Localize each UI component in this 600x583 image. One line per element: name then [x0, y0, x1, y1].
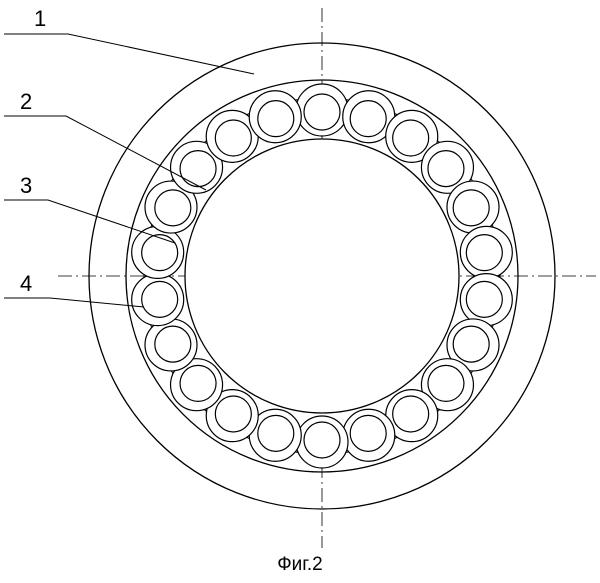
roller-inner-circle — [452, 189, 490, 227]
roller — [446, 318, 500, 372]
label-roller: 4 — [20, 271, 33, 296]
rollers-group — [131, 83, 513, 469]
roller-inner-circle — [349, 414, 387, 452]
roller — [295, 83, 349, 137]
leader-line-3 — [4, 199, 176, 244]
roller — [342, 408, 396, 462]
roller-inner-circle — [141, 280, 179, 318]
roller-inner-circle — [154, 325, 192, 363]
roller — [169, 358, 224, 412]
inner-ring-edge — [184, 138, 460, 414]
roller — [385, 109, 439, 163]
roller — [446, 180, 500, 234]
roller-inner-circle — [392, 395, 430, 433]
roller-inner-circle — [349, 100, 387, 138]
roller — [248, 90, 302, 144]
roller-inner-circle — [465, 234, 503, 272]
outer-ring-outer-edge — [88, 42, 556, 510]
roller-inner-circle — [154, 189, 192, 227]
roller-inner-circle — [427, 150, 465, 188]
roller-inner-circle — [392, 119, 430, 157]
roller-inner-circle — [179, 150, 217, 188]
leader-line-2 — [4, 115, 207, 191]
roller-inner-circle — [257, 100, 295, 138]
figure-caption: Фиг.2 — [277, 554, 323, 575]
roller — [205, 389, 259, 443]
roller — [205, 109, 259, 163]
outer-ring-inner-edge — [125, 79, 519, 473]
label-inner-ring: 2 — [20, 89, 33, 114]
roller — [144, 180, 198, 234]
leader-line-1 — [4, 33, 255, 75]
roller — [131, 225, 185, 279]
roller-inner-circle — [214, 395, 252, 433]
roller-inner-circle — [303, 421, 341, 459]
roller — [420, 358, 475, 412]
roller — [342, 90, 396, 144]
roller — [459, 273, 513, 327]
roller — [459, 225, 513, 279]
leader-line-4 — [4, 297, 145, 308]
roller — [169, 140, 224, 194]
roller-inner-circle — [141, 234, 179, 272]
roller — [144, 318, 198, 372]
roller-inner-circle — [303, 93, 341, 131]
roller-inner-circle — [257, 414, 295, 452]
roller — [420, 140, 475, 194]
roller — [295, 415, 349, 469]
roller — [385, 389, 439, 443]
roller-inner-circle — [452, 325, 490, 363]
label-cage: 3 — [20, 173, 33, 198]
roller — [131, 273, 185, 327]
roller-inner-circle — [214, 119, 252, 157]
roller — [248, 408, 302, 462]
label-outer-ring: 1 — [34, 6, 47, 31]
roller-inner-circle — [179, 364, 217, 402]
roller-inner-circle — [465, 280, 503, 318]
roller-inner-circle — [427, 364, 465, 402]
